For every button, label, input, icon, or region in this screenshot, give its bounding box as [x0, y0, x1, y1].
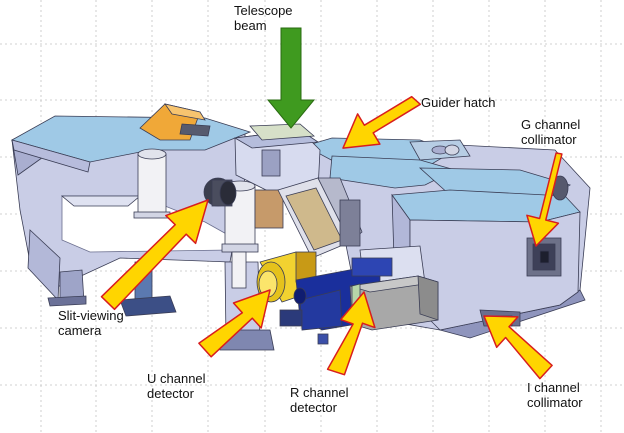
slit-viewing-arrow	[100, 199, 209, 311]
guider-hatch-arrow	[342, 95, 422, 149]
i-channel-arrow	[483, 315, 553, 380]
telescope-beam-arrow	[266, 27, 316, 129]
u-channel-detector	[256, 251, 319, 303]
instrument-body	[10, 103, 591, 351]
guider-hatch-plate	[249, 123, 315, 141]
guider-hatch-label: Guider hatch	[421, 95, 496, 110]
u-channel-detector-label: U channel detector	[147, 371, 206, 401]
u-channel-arrow	[198, 289, 271, 358]
callout-arrows	[100, 95, 563, 380]
g-channel-collimator-label: G channel collimator	[521, 117, 581, 147]
slit-viewing-camera-label: Slit-viewing camera	[58, 308, 124, 338]
i-channel-collimator-label: I channel collimator	[527, 380, 583, 410]
g-channel-arrow	[526, 152, 563, 247]
r-channel-arrow	[326, 291, 376, 376]
telescope-beam-label: Telescope beam	[234, 3, 293, 33]
white-post-left	[137, 153, 167, 215]
slit-viewing-camera	[203, 177, 237, 207]
r-channel-detector-label: R channel detector	[290, 385, 349, 415]
